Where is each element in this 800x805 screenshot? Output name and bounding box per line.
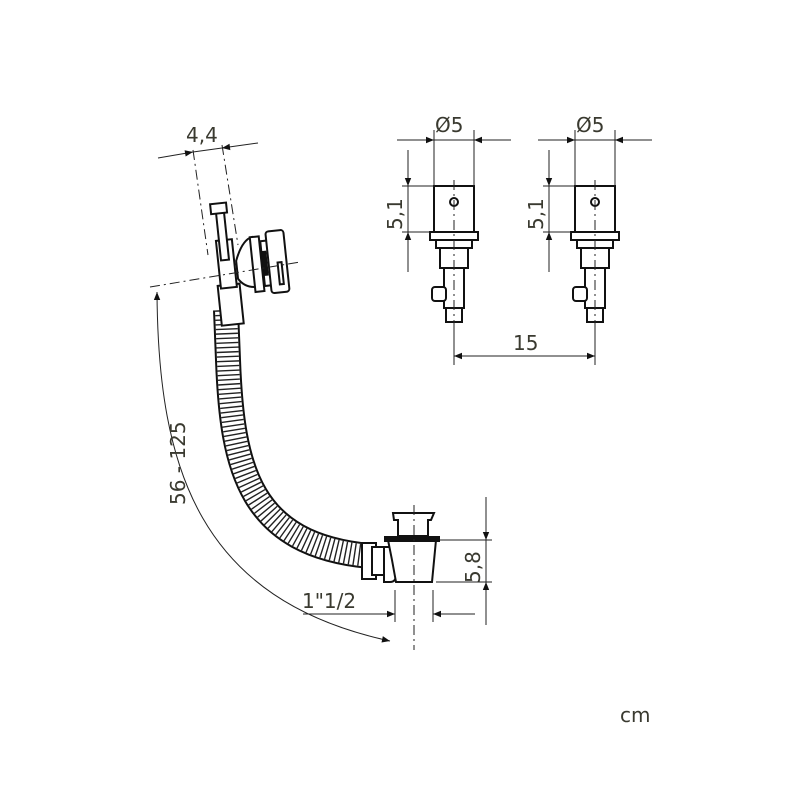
waste-fitting — [361, 505, 440, 650]
cable-length-dimension: 56 - 125 — [153, 291, 391, 643]
right-height-label: 5,1 — [524, 198, 548, 230]
waste-height-dimension: 5,8 — [436, 497, 492, 625]
overflow-width-label: 4,4 — [186, 123, 218, 147]
flexible-hose — [213, 309, 372, 569]
fitting-spacing-dimension: 15 — [453, 330, 596, 365]
waste-thread-label: 1"1/2 — [302, 589, 356, 613]
right-diameter-label: Ø5 — [576, 113, 604, 137]
right-tap-fitting: Ø5 5,1 — [524, 113, 652, 330]
unit-label: cm — [620, 703, 650, 727]
overflow-assembly — [208, 201, 291, 327]
overflow-centerline — [149, 261, 301, 288]
overflow-width-dimension: 4,4 — [157, 123, 259, 256]
left-height-label: 5,1 — [383, 198, 407, 230]
left-tap-fitting: Ø5 5,1 — [383, 113, 511, 330]
left-diameter-label: Ø5 — [435, 113, 463, 137]
cable-length-label: 56 - 125 — [166, 421, 190, 505]
fitting-spacing-label: 15 — [513, 331, 538, 355]
waste-thread-dimension: 1"1/2 — [302, 589, 475, 622]
waste-height-label: 5,8 — [461, 551, 485, 583]
